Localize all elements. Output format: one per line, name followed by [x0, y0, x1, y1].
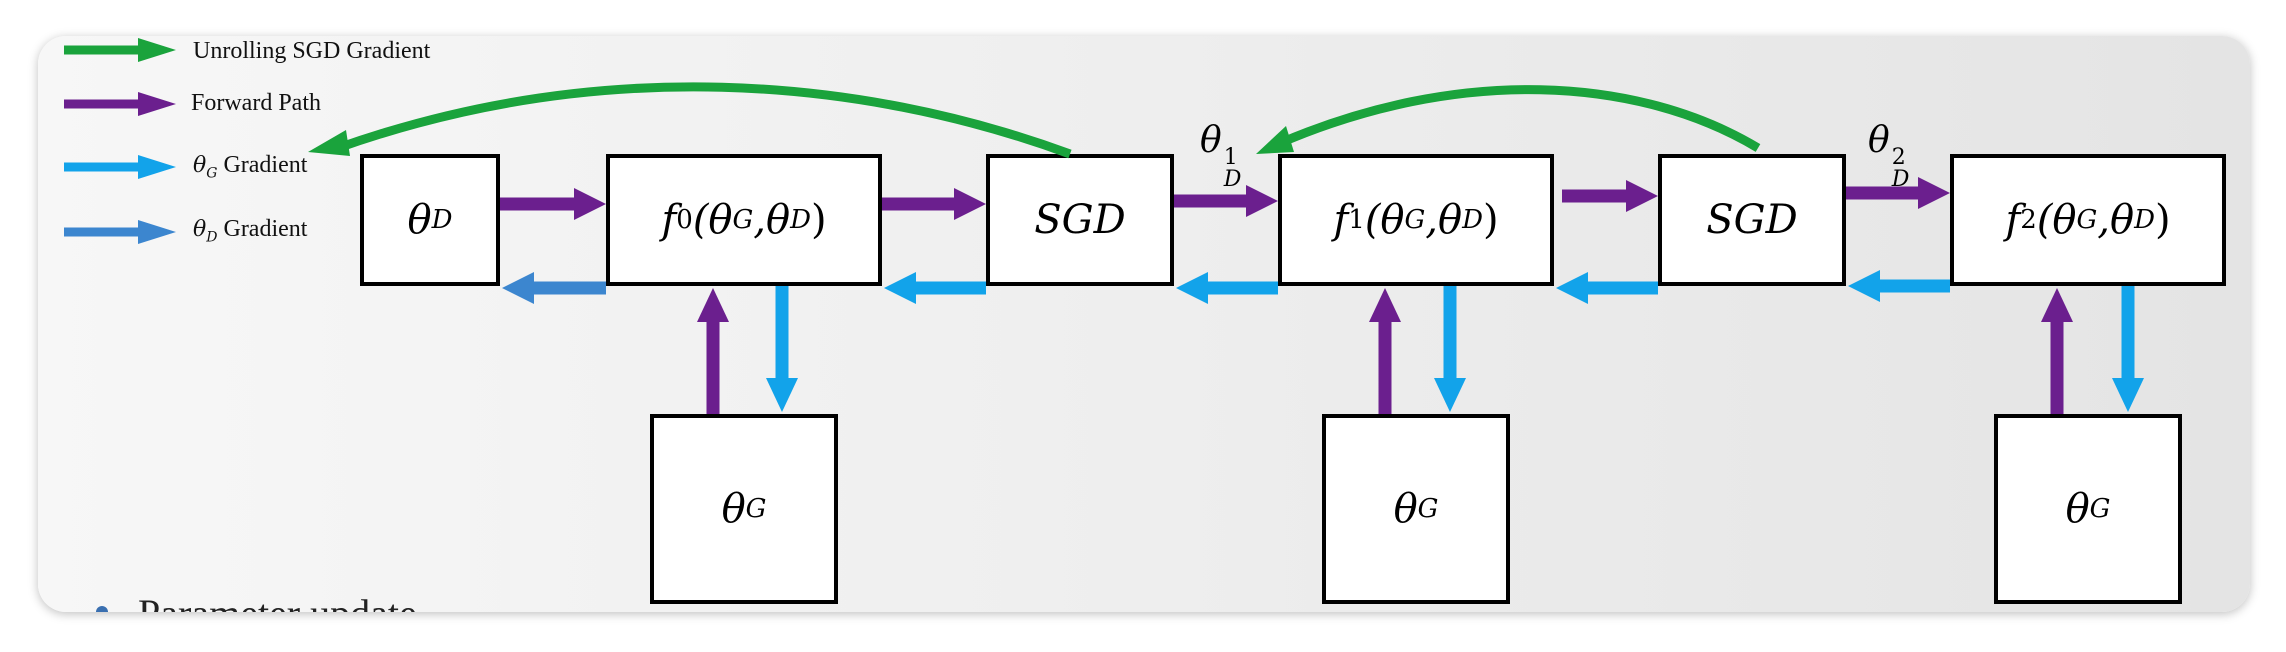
legend-light-blue-arrow — [64, 155, 176, 179]
legend-label-theta-g-gradient: θG Gradient — [193, 152, 308, 182]
thetag-gradient-arrow-f2-sgd2 — [1848, 270, 1950, 302]
forward-arrow-f1-sgd2 — [1562, 180, 1658, 212]
forward-arrow-thetag1-f0 — [697, 288, 729, 414]
legend-label-theta-d-gradient: θD Gradient — [193, 216, 308, 246]
gradient-arrow-f0-thetag1 — [766, 286, 798, 412]
forward-arrow-thetad-f0 — [500, 188, 606, 220]
thetad-gradient-arrow — [502, 272, 606, 304]
legend-green-arrow — [64, 38, 176, 62]
forward-arrow-thetag2-f1 — [1369, 288, 1401, 414]
thetag-gradient-arrow-sgd1-f0 — [884, 272, 986, 304]
legend-purple-arrow — [64, 92, 176, 116]
unroll-gradient-arrow-1 — [308, 82, 1072, 159]
forward-arrow-sgd2-f2 — [1846, 177, 1950, 209]
bullet-text: Parameter update — [138, 590, 417, 612]
forward-arrow-sgd1-f1 — [1174, 185, 1278, 217]
thetag-gradient-arrow-f1-sgd1 — [1176, 272, 1278, 304]
gradient-arrow-f2-thetag3 — [2112, 286, 2144, 412]
legend-label-unrolling-sgd: Unrolling SGD Gradient — [193, 38, 431, 64]
thetag-gradient-arrow-sgd2-f1 — [1556, 272, 1658, 304]
forward-arrow-thetag3-f2 — [2041, 288, 2073, 414]
sgd-node-1: SGD — [986, 154, 1174, 286]
legend-mid-blue-arrow — [64, 220, 176, 244]
bullet-dot — [96, 606, 108, 612]
forward-arrow-f0-sgd1 — [882, 188, 986, 220]
gradient-arrow-f1-thetag2 — [1434, 286, 1466, 412]
unroll-gradient-arrow-2 — [1256, 85, 1761, 154]
arrow-layer — [64, 38, 2144, 414]
legend-label-forward-path: Forward Path — [191, 90, 321, 116]
sgd-node-2: SGD — [1658, 154, 1846, 286]
slide-panel: Unrolling SGD Gradient Forward Path θG G… — [38, 36, 2250, 612]
